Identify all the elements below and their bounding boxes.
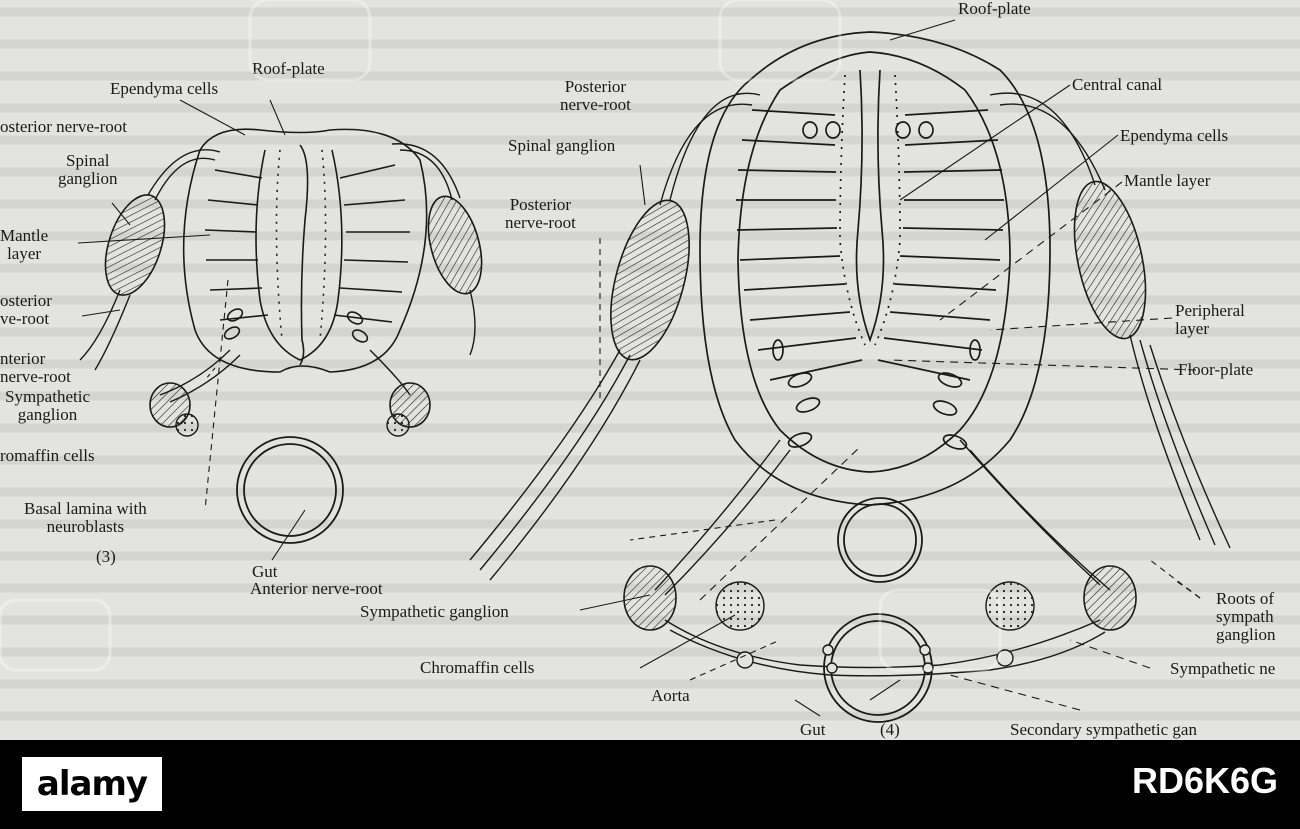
footer-bar: alamy RD6K6G bbox=[0, 740, 1300, 829]
left-chromaffin-cells bbox=[175, 413, 199, 437]
left-label-chromaffin-cells: romaffin cells bbox=[0, 446, 95, 465]
left-label-posterior-nerve-root: osterior nerve-root bbox=[0, 117, 127, 136]
left-label-mantle-layer: Mantle layer bbox=[0, 226, 49, 263]
brand-logo-text: alamy bbox=[36, 764, 148, 804]
right-label-posterior-nerve-root-top: Posterior nerve-root bbox=[560, 77, 631, 114]
right-leader-lines bbox=[579, 19, 1201, 717]
right-label-posterior-nerve-root-mid: Posterior nerve-root bbox=[505, 195, 576, 232]
right-label-gut: Gut bbox=[800, 720, 826, 739]
right-label-ependyma-cells: Ependyma cells bbox=[1120, 126, 1229, 145]
right-chromaffin-cells-left bbox=[715, 581, 765, 631]
left-label-anterior-nerve-root: nterior nerve-root bbox=[0, 349, 71, 386]
left-leader-lines bbox=[77, 99, 306, 561]
left-panel-number: (3) bbox=[96, 547, 116, 566]
right-label-chromaffin-cells: Chromaffin cells bbox=[420, 658, 535, 677]
background-text-lines bbox=[0, 7, 1300, 721]
left-label-posterior-root-2: osterior ve-root bbox=[0, 291, 52, 328]
left-label-anterior-nerve-root-bottom: Anterior nerve-root bbox=[250, 579, 383, 598]
left-chromaffin-cells-right bbox=[386, 413, 410, 437]
left-label-sympathetic-ganglion: Sympathetic ganglion bbox=[5, 387, 90, 424]
brand-logo: alamy bbox=[22, 757, 162, 811]
left-label-gut: Gut bbox=[252, 562, 278, 581]
right-aorta bbox=[837, 497, 923, 583]
right-spinal-cord bbox=[699, 31, 1051, 506]
left-label-ependyma-cells: Ependyma cells bbox=[110, 79, 219, 98]
right-small-ganglia bbox=[736, 644, 1014, 674]
right-sympathetic-ganglion-left bbox=[623, 565, 677, 631]
right-label-peripheral-layer: Peripheral layer bbox=[1175, 301, 1245, 338]
left-label-basal-lamina: Basal lamina with neuroblasts bbox=[24, 499, 147, 536]
right-label-central-canal: Central canal bbox=[1072, 75, 1163, 94]
right-label-secondary-sympathetic: Secondary sympathetic gan bbox=[1010, 720, 1197, 739]
right-label-spinal-ganglion: Spinal ganglion bbox=[508, 136, 616, 155]
right-label-aorta: Aorta bbox=[651, 686, 690, 705]
right-spinal-ganglion-left bbox=[610, 199, 690, 361]
right-label-roof-plate: Roof-plate bbox=[958, 0, 1031, 18]
left-gut bbox=[236, 436, 344, 544]
left-label-roof-plate: Roof-plate bbox=[252, 59, 325, 78]
right-panel-number: (4) bbox=[880, 720, 900, 739]
left-spinal-ganglion-right bbox=[427, 195, 483, 295]
left-spinal-cord bbox=[182, 128, 428, 373]
right-label-mantle-layer: Mantle layer bbox=[1124, 171, 1211, 190]
right-chromaffin-cells-right bbox=[985, 581, 1035, 631]
anatomy-drawing bbox=[0, 7, 1300, 723]
left-label-spinal-ganglion: Spinal ganglion bbox=[58, 151, 118, 188]
right-sympathetic-ganglion-right bbox=[1083, 565, 1137, 631]
figure-plate: Roof-plate Ependyma cells osterior nerve… bbox=[0, 0, 1300, 740]
right-label-roots-of-sympathetic-ganglion: Roots of sympath ganglion bbox=[1216, 589, 1276, 644]
right-label-sympathetic-ganglion: Sympathetic ganglion bbox=[360, 602, 509, 621]
right-label-sympathetic-nerve: Sympathetic ne bbox=[1170, 659, 1276, 678]
stock-id: RD6K6G bbox=[1131, 760, 1278, 801]
right-label-floor-plate: Floor-plate bbox=[1178, 360, 1254, 379]
